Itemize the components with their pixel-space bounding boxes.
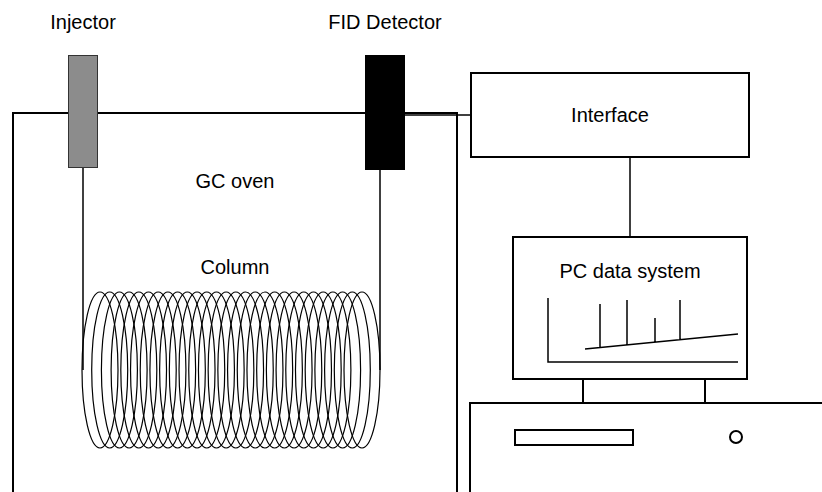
coil-loop xyxy=(111,292,147,448)
injector-block: Injector xyxy=(68,55,98,168)
coil-loop xyxy=(257,292,293,448)
node-label: Interface xyxy=(571,104,649,127)
monitor-stand xyxy=(582,380,584,403)
interface-box: Interface xyxy=(470,72,750,158)
coil-loop xyxy=(315,292,351,448)
chromatogram-axes xyxy=(548,298,738,362)
monitor-stand xyxy=(704,380,706,403)
coil-loop xyxy=(150,292,186,448)
coil-loop xyxy=(228,292,264,448)
node-label: Injector xyxy=(50,11,116,34)
coil-loop xyxy=(140,292,176,448)
coil-loop xyxy=(92,292,128,448)
power-button xyxy=(730,431,742,443)
coil-loop xyxy=(179,292,215,448)
coil-loop xyxy=(237,292,273,448)
node-label: PC data system xyxy=(559,260,700,283)
column-outlet-line xyxy=(379,170,381,370)
coil-loop xyxy=(198,292,234,448)
coil-loop xyxy=(325,292,361,448)
coil-loop xyxy=(286,292,322,448)
column-coil xyxy=(82,292,380,448)
coil-loop xyxy=(82,292,118,448)
column-label: Column xyxy=(201,256,270,279)
column-inlet-line xyxy=(82,168,84,370)
coil-loop xyxy=(305,292,341,448)
coil-loop xyxy=(276,292,312,448)
disk-slot xyxy=(515,430,633,445)
chromatogram-peaks xyxy=(585,300,738,349)
coil-loop xyxy=(131,292,167,448)
computer-case xyxy=(470,403,822,492)
coil-loop xyxy=(121,292,157,448)
coil-loop xyxy=(101,292,137,448)
connector-line xyxy=(629,158,631,236)
monitor-box: PC data system xyxy=(512,236,748,380)
coil-loop xyxy=(344,292,380,448)
detector-block: FID Detector xyxy=(365,55,405,170)
coil-loop xyxy=(247,292,283,448)
coil-loop xyxy=(160,292,196,448)
coil-loop xyxy=(295,292,331,448)
connector-line xyxy=(405,114,470,116)
coil-loop xyxy=(334,292,370,448)
node-label: GC oven xyxy=(196,170,275,193)
coil-loop xyxy=(169,292,205,448)
coil-loop xyxy=(208,292,244,448)
coil-loop xyxy=(218,292,254,448)
coil-loop xyxy=(189,292,225,448)
coil-loop xyxy=(266,292,302,448)
node-label: FID Detector xyxy=(328,11,441,34)
